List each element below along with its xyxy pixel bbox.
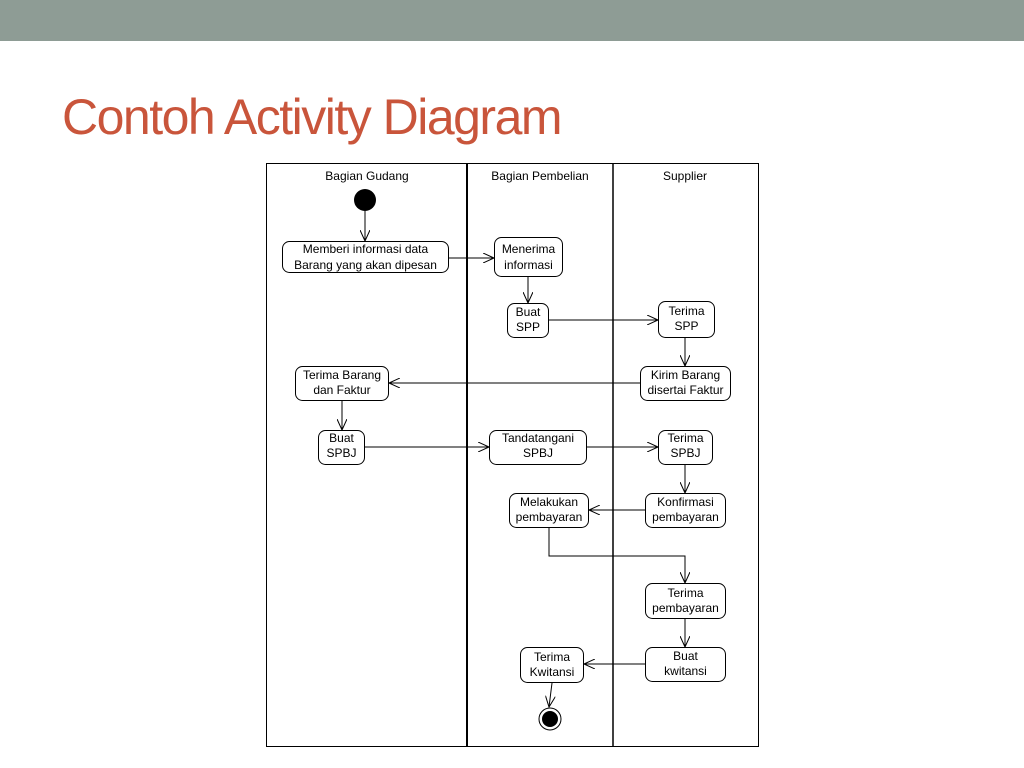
end-node (538, 707, 562, 731)
activity-label-line: informasi (504, 258, 553, 272)
activity-label-line: Buat (516, 305, 541, 319)
activity-label-line: disertai Faktur (647, 383, 723, 397)
top-bar (0, 0, 1024, 41)
activity-label-line: Terima (667, 431, 703, 445)
lane-header-gudang: Bagian Gudang (325, 169, 408, 183)
activity-label-line: Memberi informasi data (303, 242, 429, 256)
activity-label-line: Terima (668, 304, 704, 318)
activity-box (489, 430, 587, 465)
activity-label-line: Kirim Barang (651, 368, 720, 382)
activity-box (507, 303, 549, 338)
activity-buat-spbj: Buat SPBJ (318, 430, 365, 465)
activity-menerima-informasi: Menerima informasi (494, 237, 563, 277)
activity-label-line: dan Faktur (313, 383, 370, 397)
activity-memberi-informasi: Memberi informasi data Barang yang akan … (282, 241, 449, 273)
activity-box (282, 241, 449, 273)
activity-terima-kwitansi: Terima Kwitansi (520, 647, 584, 683)
activity-terima-spp: Terima SPP (658, 301, 715, 338)
activity-box (520, 647, 584, 683)
activity-label-line: SPBJ (523, 446, 553, 460)
activity-terima-pembayaran: Terima pembayaran (645, 583, 726, 619)
activity-box (640, 366, 731, 401)
activity-box (295, 366, 389, 401)
activity-label-line: Terima (667, 586, 703, 600)
flow-melakukan-to-terima-pembayaran (548, 528, 685, 583)
activity-label-line: Terima Barang (303, 368, 381, 382)
activity-label-line: SPBJ (326, 446, 356, 460)
activity-label-line: kwitansi (664, 664, 707, 678)
activity-label-line: Melakukan (520, 495, 578, 509)
lane-header-supplier: Supplier (663, 169, 707, 183)
activity-box (509, 493, 589, 528)
activity-label-line: Buat (329, 431, 354, 445)
activity-label-line: SPBJ (670, 446, 700, 460)
activity-nodes: Memberi informasi data Barang yang akan … (282, 237, 731, 683)
activity-kirim-barang: Kirim Barang disertai Faktur (640, 366, 731, 401)
activity-label-line: SPP (674, 319, 698, 333)
flow-edges (342, 211, 685, 707)
activity-konfirmasi-pembayaran: Konfirmasi pembayaran (645, 493, 726, 528)
initial-node-icon (354, 189, 376, 211)
activity-box (658, 430, 713, 465)
activity-label-line: Terima (534, 650, 570, 664)
activity-tandatangani-spbj: Tandatangani SPBJ (489, 430, 587, 465)
activity-box (645, 647, 726, 682)
activity-buat-kwitansi: Buat kwitansi (645, 647, 726, 682)
flow-terima-kwitansi-to-end (549, 682, 552, 707)
activity-box (645, 493, 726, 528)
activity-label-line: SPP (516, 320, 540, 334)
activity-label-line: pembayaran (652, 601, 719, 615)
activity-terima-barang: Terima Barang dan Faktur (295, 366, 389, 401)
activity-label-line: Kwitansi (530, 665, 575, 679)
activity-terima-spbj: Terima SPBJ (658, 430, 713, 465)
activity-box (494, 237, 563, 277)
activity-buat-spp: Buat SPP (507, 303, 549, 338)
activity-box (658, 301, 715, 338)
activity-melakukan-pembayaran: Melakukan pembayaran (509, 493, 589, 528)
activity-label-line: Barang yang akan dipesan (294, 258, 437, 272)
activity-label-line: Menerima (502, 242, 556, 256)
activity-box (318, 430, 365, 465)
activity-label-line: pembayaran (652, 510, 719, 524)
activity-label-line: Tandatangani (502, 431, 574, 445)
activity-label-line: Buat (673, 649, 698, 663)
activity-label-line: pembayaran (516, 510, 583, 524)
slide-title: Contoh Activity Diagram (62, 89, 563, 145)
activity-box (645, 583, 726, 619)
lane-headers: Bagian Gudang Bagian Pembelian Supplier (325, 169, 707, 183)
final-node-icon (542, 711, 558, 727)
start-node (354, 189, 376, 211)
activity-label-line: Konfirmasi (657, 495, 714, 509)
lane-header-pembelian: Bagian Pembelian (491, 169, 588, 183)
